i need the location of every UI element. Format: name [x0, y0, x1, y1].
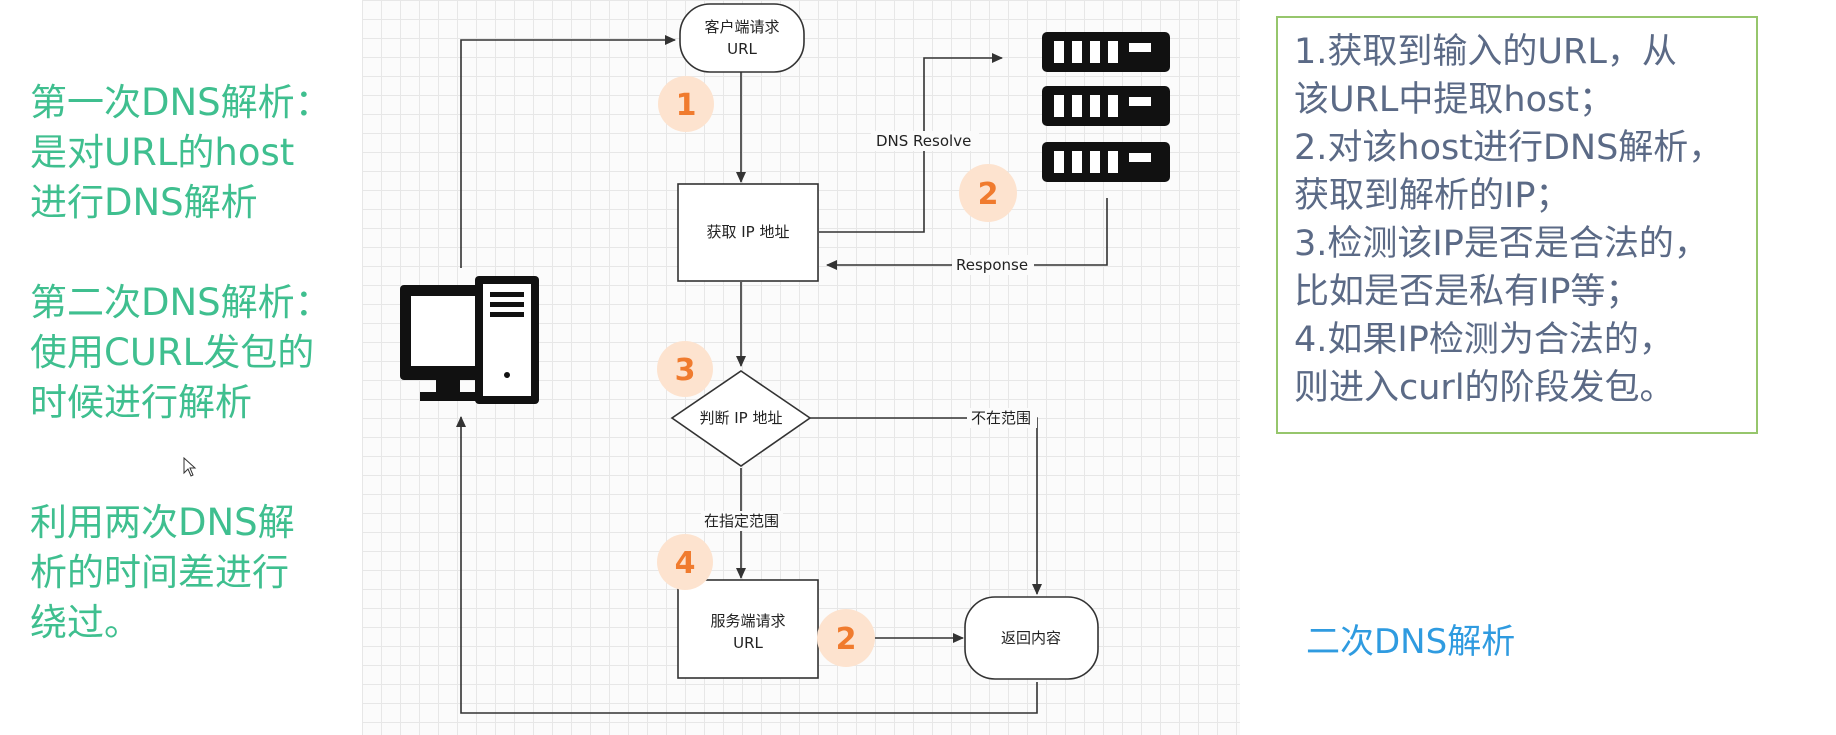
- svg-text:服务端请求: 服务端请求: [710, 612, 785, 630]
- steps-line-8: 则进入curl的阶段发包。: [1294, 368, 1675, 408]
- note-first-line2: 是对URL的host: [30, 131, 295, 174]
- steps-line-2: 该URL中提取host；: [1294, 80, 1614, 120]
- edge-computer-to-client: [460, 35, 676, 268]
- steps-line-7: 4.如果IP检测为合法的，: [1294, 320, 1674, 360]
- computer-icon: [400, 276, 539, 404]
- note-second-line2: 使用CURL发包的: [30, 331, 315, 374]
- svg-text:判断 IP 地址: 判断 IP 地址: [699, 409, 782, 427]
- note-second-title: 第二次DNS解析：: [30, 281, 332, 324]
- dns-server-icon: [1042, 32, 1170, 182]
- svg-text:2: 2: [836, 622, 857, 657]
- flowchart-canvas: 客户端请求 URL 获取 IP 地址 判断 IP 地址 服务端请求 URL 返回…: [362, 0, 1240, 735]
- step-badge-3: 3: [657, 341, 713, 397]
- note-third-line2: 析的时间差进行: [30, 551, 289, 594]
- mouse-cursor-icon: [183, 457, 197, 477]
- svg-text:1: 1: [676, 88, 697, 123]
- edge-response: [826, 198, 1108, 270]
- note-first-title: 第一次DNS解析：: [30, 81, 332, 124]
- steps-line-5: 3.检测该IP是否是合法的，: [1294, 224, 1709, 264]
- steps-line-3: 2.对该host进行DNS解析，: [1294, 128, 1724, 168]
- step-badge-2-server: 2: [817, 609, 875, 667]
- node-get-ip: 获取 IP 地址: [677, 183, 819, 282]
- svg-text:客户端请求: 客户端请求: [704, 18, 779, 36]
- edge-return-to-computer: [456, 416, 1038, 714]
- caption-second-dns: 二次DNS解析: [1306, 622, 1516, 662]
- step-badge-2-dns: 2: [959, 164, 1017, 222]
- steps-line-4: 获取到解析的IP；: [1294, 176, 1571, 216]
- note-third-line3: 绕过。: [30, 601, 141, 644]
- node-client-request: 客户端请求 URL: [679, 3, 805, 73]
- svg-text:URL: URL: [733, 634, 763, 652]
- svg-text:URL: URL: [727, 40, 757, 58]
- label-response: Response: [956, 256, 1028, 274]
- steps-line-6: 比如是否是私有IP等；: [1294, 272, 1641, 312]
- steps-box: 1.获取到输入的URL，从 该URL中提取host； 2.对该host进行DNS…: [1276, 16, 1758, 434]
- steps-line-1: 1.获取到输入的URL，从: [1294, 32, 1677, 72]
- step-badge-1: 1: [658, 76, 714, 132]
- step-badge-4: 4: [657, 534, 713, 590]
- node-check-ip: 判断 IP 地址: [670, 370, 812, 467]
- svg-text:返回内容: 返回内容: [1001, 629, 1061, 647]
- node-return-content: 返回内容: [964, 596, 1099, 680]
- edge-not-in-range: [810, 417, 1042, 595]
- note-third-line1: 利用两次DNS解: [30, 501, 295, 544]
- svg-text:3: 3: [675, 353, 696, 388]
- note-first-line3: 进行DNS解析: [30, 181, 258, 224]
- left-notes: 第一次DNS解析： 是对URL的host 进行DNS解析 第二次DNS解析： 使…: [30, 78, 360, 648]
- label-in-range: 在指定范围: [704, 512, 779, 530]
- note-second-line3: 时候进行解析: [30, 381, 252, 424]
- node-server-request: 服务端请求 URL: [677, 579, 819, 679]
- label-not-in-range: 不在范围: [971, 409, 1031, 427]
- svg-text:2: 2: [978, 177, 999, 212]
- svg-text:获取 IP 地址: 获取 IP 地址: [706, 223, 789, 241]
- label-dns-resolve: DNS Resolve: [876, 132, 971, 150]
- svg-text:4: 4: [675, 546, 696, 581]
